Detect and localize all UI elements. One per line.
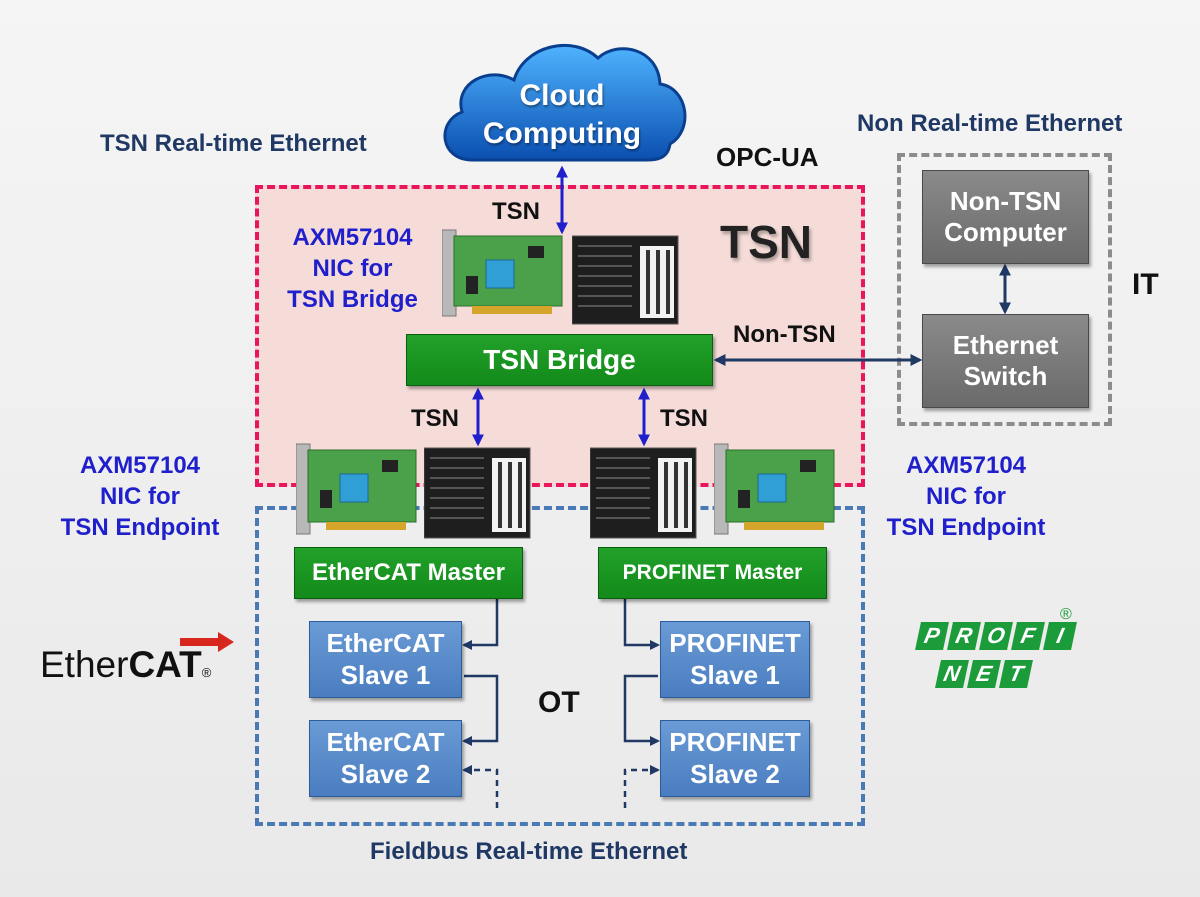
profinet-slave-1-box: PROFINET Slave 1 (660, 621, 810, 698)
ethercat-logo-mark: ® (201, 665, 212, 680)
ot-label: OT (538, 686, 580, 719)
cloud-label-line1: Cloud (519, 79, 605, 112)
nic-card-icon (442, 229, 563, 317)
nic-endpoint-left-line3: TSN Endpoint (60, 514, 220, 541)
ethercat-chain-wires (462, 598, 499, 808)
nic-card-right-icon (714, 443, 835, 535)
ot-zone (255, 506, 865, 826)
ethercat-logo: EtherCAT® (40, 630, 240, 690)
ethercat-logo-prefix: Ether (40, 644, 129, 685)
nic-endpoint-left-label: AXM57104 NIC for TSN Endpoint (40, 450, 240, 543)
ethercat-slave-1-box: EtherCAT Slave 1 (309, 621, 462, 698)
profinet-slave-2-box: PROFINET Slave 2 (660, 720, 810, 797)
ethercat-logo-suffix: CAT (128, 644, 202, 685)
non-realtime-ethernet-label: Non Real-time Ethernet (857, 110, 1123, 137)
nic-endpoint-right-line2: NIC for (926, 483, 1006, 510)
nic-bridge-line1: AXM57104 (292, 224, 413, 251)
cloud-label: Cloud Computing (462, 77, 662, 153)
it-zone (897, 153, 1112, 426)
industrial-pc-left-icon (424, 447, 531, 539)
ethernet-switch-box: Ethernet Switch (922, 314, 1089, 408)
profinet-logo-letter-2: R (947, 622, 981, 650)
non-tsn-computer-box: Non-TSN Computer (922, 170, 1089, 264)
profinet-chain-wires (623, 598, 660, 808)
nic-bridge-label: AXM57104 NIC for TSN Bridge (270, 222, 435, 315)
tsn-zone-title: TSN (720, 216, 812, 268)
ethercat-arrows-icon (180, 632, 234, 652)
industrial-pc-right-icon (590, 447, 697, 539)
profinet-logo-letter-1: P (915, 622, 949, 650)
non-tsn-link-label: Non-TSN (733, 321, 836, 348)
tsn-link-label-right: TSN (660, 405, 708, 432)
it-label: IT (1132, 268, 1159, 301)
profinet-logo-letter-4: F (1011, 622, 1045, 650)
tsn-link-label-top: TSN (492, 198, 540, 225)
nic-card-left-icon (296, 443, 417, 535)
ethercat-master-box: EtherCAT Master (294, 547, 523, 599)
nic-endpoint-right-line1: AXM57104 (905, 452, 1027, 479)
opcua-label: OPC-UA (716, 142, 819, 172)
profinet-logo-letter-8: T (999, 660, 1033, 688)
tsn-bridge-box: TSN Bridge (406, 334, 713, 386)
profinet-logo-letter-3: O (979, 622, 1013, 650)
profinet-logo-letter-7: E (967, 660, 1001, 688)
nic-endpoint-right-line3: TSN Endpoint (886, 514, 1046, 541)
nic-bridge-line3: TSN Bridge (287, 286, 418, 313)
profinet-logo-letter-5: I (1043, 622, 1077, 650)
industrial-pc-icon (572, 235, 679, 325)
ethercat-slave-2-box: EtherCAT Slave 2 (309, 720, 462, 797)
cloud-icon (443, 43, 687, 162)
nic-endpoint-left-line1: AXM57104 (79, 452, 201, 479)
nic-endpoint-left-line2: NIC for (100, 483, 180, 510)
profinet-logo: P R O F I N E T ® (890, 606, 1090, 692)
tsn-link-label-left: TSN (411, 405, 459, 432)
profinet-logo-mark: ® (1060, 606, 1072, 623)
profinet-master-box: PROFINET Master (598, 547, 827, 599)
fieldbus-label: Fieldbus Real-time Ethernet (370, 838, 688, 865)
profinet-logo-letter-6: N (935, 660, 969, 688)
nic-bridge-line2: NIC for (312, 255, 393, 282)
cloud-label-line2: Computing (482, 117, 642, 150)
nic-endpoint-right-label: AXM57104 NIC for TSN Endpoint (866, 450, 1066, 543)
tsn-realtime-ethernet-label: TSN Real-time Ethernet (100, 130, 367, 157)
